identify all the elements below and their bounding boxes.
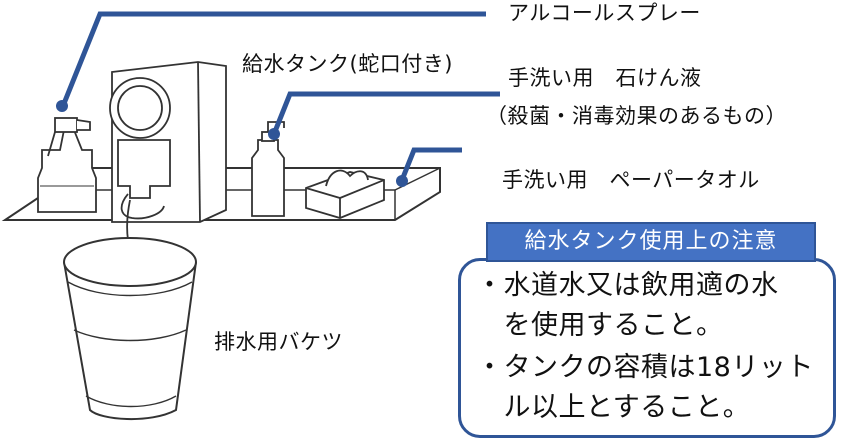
bucket-icon [63, 237, 197, 420]
tissue-box-icon [305, 169, 385, 219]
notice-line: ・水道水又は飲用適の水 [476, 270, 779, 301]
notice-line: ・タンクの容積は18リット [476, 352, 814, 383]
soap-pump-icon [251, 121, 285, 217]
label-alcohol-spray: アルコールスプレー [508, 1, 701, 25]
notice-title: 給水タンク使用上の注意 [486, 222, 816, 262]
label-soap: 手洗い用 石けん液 [508, 66, 702, 90]
leader-lines [60, 11, 500, 181]
leader-dot-soap [268, 128, 280, 140]
label-soap-note: （殺菌・消毒効果のあるもの） [486, 104, 787, 128]
notice-line: ル以上とすること。 [476, 392, 751, 423]
leader-line-paper-towel [399, 147, 462, 181]
label-bucket: 排水用バケツ [214, 330, 343, 354]
leader-line-alcohol-spray [60, 11, 486, 107]
leader-dot-alcohol-spray [56, 100, 68, 112]
label-water-tank: 給水タンク(蛇口付き) [242, 52, 453, 76]
label-paper-towel: 手洗い用 ペーパータオル [502, 168, 760, 192]
leader-dot-paper-towel [396, 175, 408, 187]
notice-line: を使用すること。 [476, 310, 724, 341]
water-dispenser-icon [109, 61, 227, 241]
leader-line-soap [271, 91, 500, 135]
spray-bottle-icon [37, 117, 97, 213]
